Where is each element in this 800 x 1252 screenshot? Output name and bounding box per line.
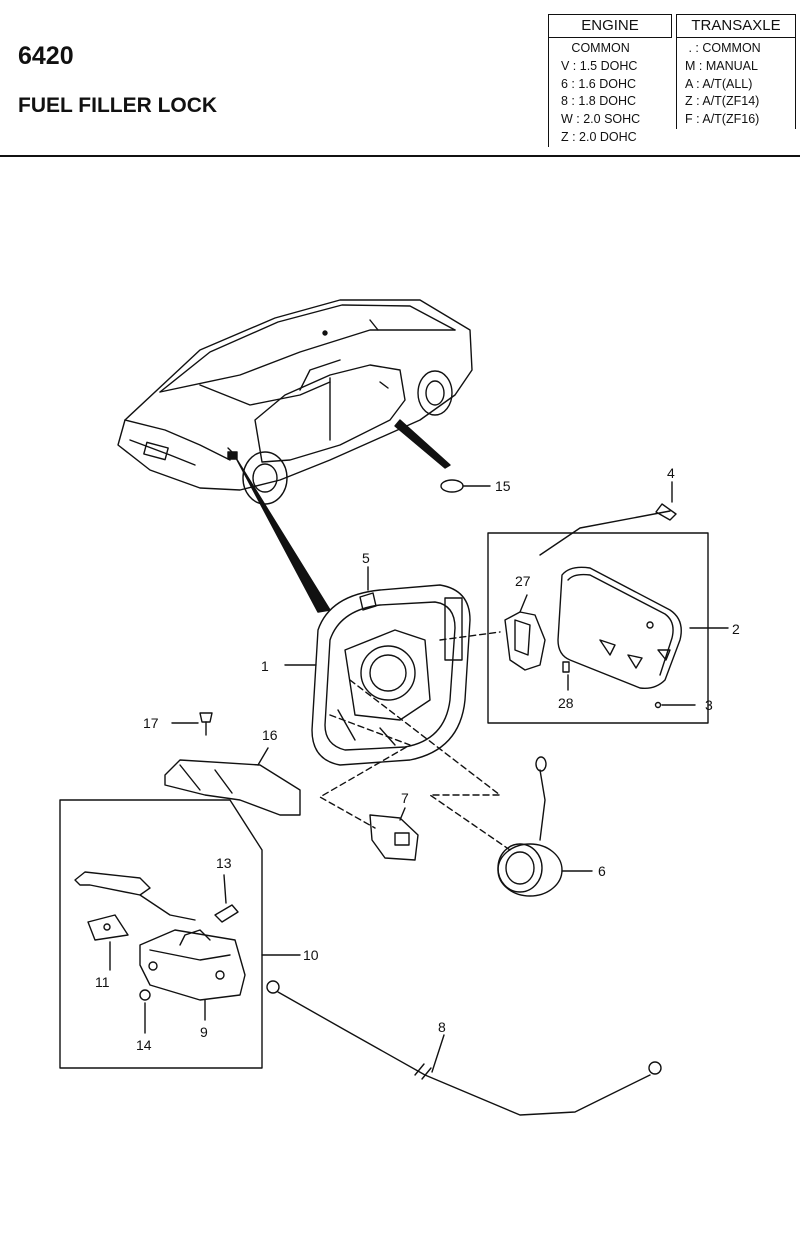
nut-part-14 <box>139 989 151 1001</box>
transaxle-heading: TRANSAXLE <box>677 14 795 38</box>
opener-handle <box>74 871 151 896</box>
engine-row: W : 2.0 SOHC <box>561 112 641 127</box>
callout-14: 14 <box>136 1037 152 1053</box>
fastener-part-3 <box>654 701 662 709</box>
leader-wedge-plug <box>394 419 451 469</box>
engine-row: 8 : 1.8 DOHC <box>561 94 637 109</box>
release-cable-part-8 <box>266 980 662 1116</box>
callout-15: 15 <box>495 478 511 494</box>
callout-3: 3 <box>705 697 713 713</box>
fuel-door-detail-box <box>487 532 709 724</box>
callout-28: 28 <box>558 695 574 711</box>
callout-6: 6 <box>598 863 606 879</box>
bolt-part-13 <box>214 904 239 923</box>
callout-2: 2 <box>732 621 740 637</box>
callout-5: 5 <box>362 550 370 566</box>
filler-housing-part-1 <box>311 584 471 766</box>
hinge-part-27 <box>504 611 546 671</box>
callout-8: 8 <box>438 1019 446 1035</box>
opener-base-part-9 <box>139 929 246 1001</box>
leader-wedge-filler <box>235 457 331 613</box>
clip-part-28 <box>562 661 570 673</box>
callout-17: 17 <box>143 715 159 731</box>
plate-part-11 <box>87 914 129 941</box>
transaxle-row: A : A/T(ALL) <box>685 76 753 91</box>
callout-4: 4 <box>667 465 675 481</box>
callout-13: 13 <box>216 855 232 871</box>
callout-27: 27 <box>515 573 531 589</box>
engine-heading: ENGINE <box>549 14 672 38</box>
engine-row: 6 : 1.6 DOHC <box>561 76 637 91</box>
latch-part-7 <box>369 814 419 861</box>
engine-row: COMMON <box>561 41 630 55</box>
fuel-cap-part-6 <box>497 756 563 897</box>
callout-11: 11 <box>95 974 110 990</box>
engine-legend-table: ENGINE COMMON V : 1.5 DOHC 6 : 1.6 DOHC … <box>548 14 672 147</box>
opener-assembly-box-10 <box>59 799 263 1069</box>
part-group-code: 6420 <box>18 42 74 70</box>
header-band: 6420 FUEL FILLER LOCK ENGINE COMMON V : … <box>0 0 800 157</box>
cover-part-16 <box>164 759 301 816</box>
transaxle-row: Z : A/T(ZF14) <box>685 94 760 109</box>
screw-part-17 <box>199 712 213 723</box>
fuel-door-part-2 <box>557 566 682 690</box>
callout-9: 9 <box>200 1024 208 1040</box>
engine-row: Z : 2.0 DOHC <box>561 129 637 144</box>
car-illustration <box>117 299 473 505</box>
transaxle-row: F : A/T(ZF16) <box>685 112 760 127</box>
callout-16: 16 <box>262 727 278 743</box>
transaxle-row: . : COMMON <box>685 41 761 55</box>
transaxle-legend-table: TRANSAXLE . : COMMON M : MANUAL A : A/T(… <box>676 14 796 129</box>
engine-row: V : 1.5 DOHC <box>561 58 638 73</box>
callout-7: 7 <box>401 790 409 806</box>
exploded-parts-diagram: 1 2 3 4 5 6 7 8 9 10 11 13 14 15 16 17 2… <box>59 299 740 1116</box>
callout-10: 10 <box>303 947 319 963</box>
callout-1: 1 <box>261 658 269 674</box>
plug-part-15 <box>440 479 464 493</box>
screw-part-4 <box>655 503 677 521</box>
page-title: FUEL FILLER LOCK <box>18 94 218 117</box>
transaxle-row: M : MANUAL <box>685 58 758 73</box>
